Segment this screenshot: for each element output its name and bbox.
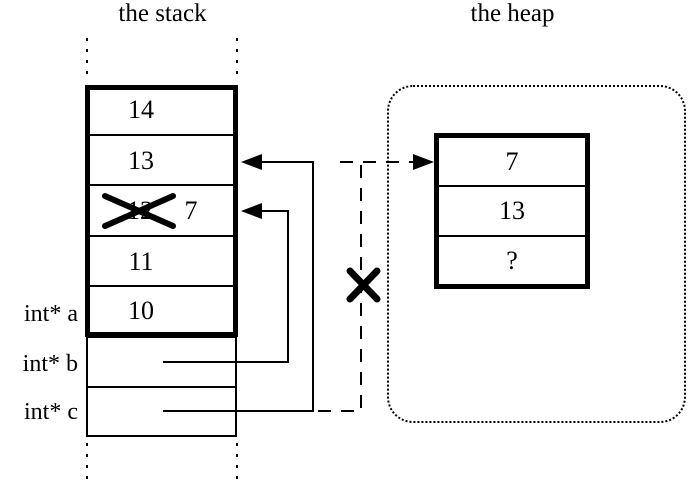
stack-cell-value-crossed-out: 12 (127, 196, 153, 225)
stack-guide-top-right-line (236, 38, 238, 78)
stack-cell-divider (90, 285, 233, 287)
stack-cell-divider (90, 184, 233, 186)
pointer-label-b: int* b (22, 351, 78, 377)
heap-cell-value: 7 (505, 147, 519, 176)
pointer-label-c: int* c (24, 399, 78, 425)
stack-cell-value: 11 (128, 247, 154, 276)
stack-guide-bottom-left-line (86, 443, 88, 487)
stack-cell-value: 13 (128, 146, 154, 175)
stack-cell-value: 14 (128, 95, 154, 124)
heap-block-box (434, 133, 590, 289)
stack-cell-replacement-value: 7 (184, 196, 198, 225)
stack-guide-bottom-right-line (236, 443, 238, 487)
heap-cell-divider (439, 185, 585, 187)
stack-cell-divider (90, 134, 233, 136)
heap-cell-divider (439, 235, 585, 237)
stack-cell-value: 10 (128, 296, 154, 325)
stack-guide-top-left-line (86, 38, 88, 78)
cross-out-dangling-pointer-icon (346, 267, 381, 303)
heap-region-outline (387, 85, 686, 423)
pointer-label-a: int* a (24, 301, 78, 327)
heap-title: the heap (470, 0, 555, 27)
heap-cell-value: ? (506, 246, 518, 275)
stack-title: the stack (118, 0, 207, 27)
pointer-row-divider (88, 386, 235, 388)
heap-cell-value: 13 (499, 196, 525, 225)
stack-cell-divider (90, 235, 233, 237)
